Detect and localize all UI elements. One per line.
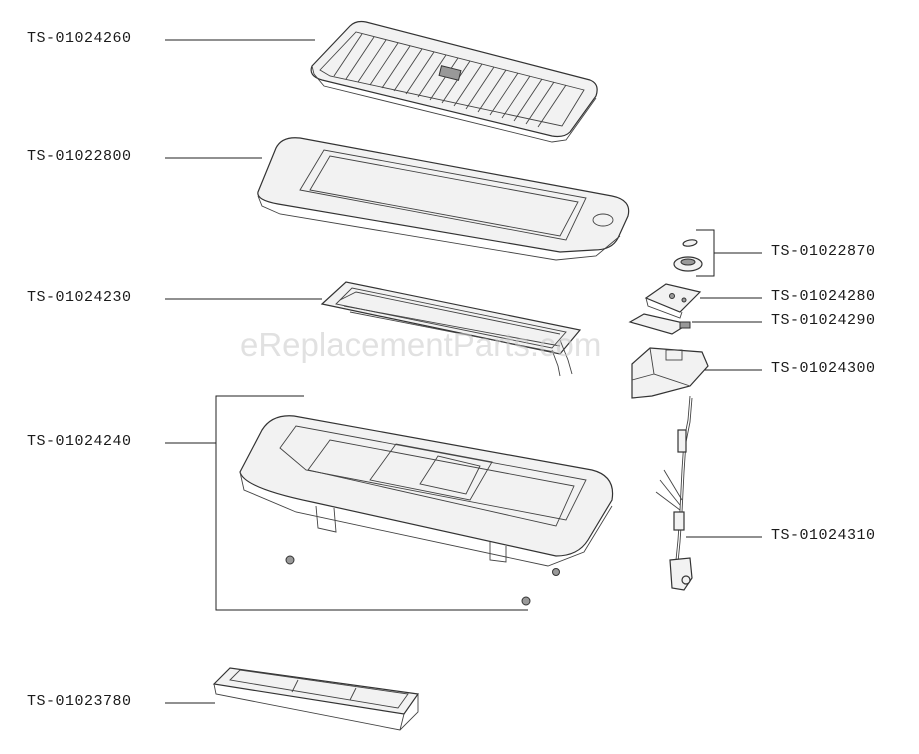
part-label-heating-element[interactable]: TS-01024230	[27, 289, 132, 306]
part-label-thermostat-knob[interactable]: TS-01022870	[771, 243, 876, 260]
drip-tray-drawing	[212, 667, 420, 731]
grill-plate-drawing	[310, 20, 598, 143]
part-label-base-housing[interactable]: TS-01024240	[27, 433, 132, 450]
control-box-drawing	[631, 347, 709, 399]
heating-element-drawing	[320, 281, 582, 377]
part-label-drip-tray[interactable]: TS-01023780	[27, 693, 132, 710]
part-label-power-cord[interactable]: TS-01024310	[771, 527, 876, 544]
part-label-grill-plate[interactable]: TS-01024260	[27, 30, 132, 47]
drip-frame-drawing	[257, 137, 630, 261]
part-label-control-box[interactable]: TS-01024300	[771, 360, 876, 377]
thermostat-knob-drawing	[673, 239, 703, 272]
part-label-thermostat-plate[interactable]: TS-01024280	[771, 288, 876, 305]
thermostat-plate-drawing	[644, 283, 702, 319]
bracket-base-housing	[215, 395, 528, 611]
watermark: eReplacementParts.com	[240, 326, 602, 363]
part-label-drip-frame[interactable]: TS-01022800	[27, 148, 132, 165]
base-housing-drawing	[239, 415, 614, 606]
part-label-thermostat-bracket[interactable]: TS-01024290	[771, 312, 876, 329]
thermostat-bracket-drawing	[628, 313, 691, 335]
power-cord-drawing	[655, 395, 693, 591]
